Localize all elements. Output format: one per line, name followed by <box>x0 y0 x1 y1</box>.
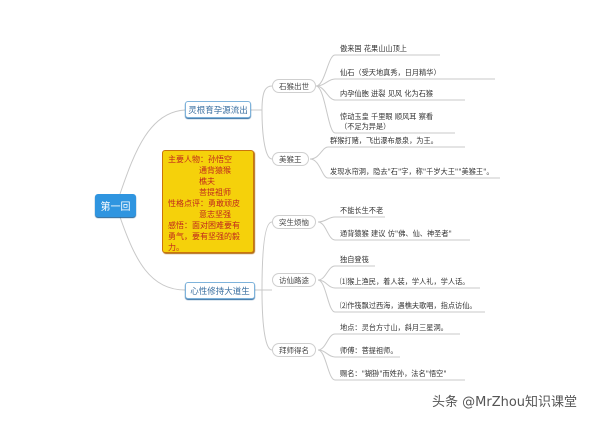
leaf-item[interactable]: ⑴猴上渔民，着人装，学人礼，学人话。 <box>340 277 470 286</box>
sub-meihouwang[interactable]: 美猴王 <box>272 152 309 166</box>
leaf-item[interactable]: 赐名："猢狲"而姓孙，法名"悟空" <box>340 369 447 378</box>
watermark: 头条 @MrZhou知识课堂 <box>432 395 578 410</box>
sub-baishi-deming[interactable]: 拜师得名 <box>272 343 316 357</box>
sub-label: 突生烦恼 <box>279 217 309 227</box>
note-line: 勇气，要有坚强的毅 <box>168 232 240 241</box>
note-line: 性格点评：勇敢顽皮 <box>168 199 240 208</box>
sub-label: 访仙路途 <box>279 275 309 285</box>
leaf-item[interactable]: 师傅：菩提祖师。 <box>340 346 398 355</box>
leaf-item[interactable]: （不足为异是） <box>340 122 391 131</box>
leaf-item[interactable]: 仙石（受天地真秀，日月精华） <box>340 68 441 77</box>
note-line: 力。 <box>168 243 184 252</box>
sub-shihou-chushi[interactable]: 石猴出世 <box>272 79 316 93</box>
root-label: 第一回 <box>100 202 131 213</box>
leaf-item[interactable]: 不能长生不老 <box>340 206 384 215</box>
note-line: 菩提祖师 <box>199 188 231 197</box>
leaf-item[interactable]: 地点：灵台方寸山，斜月三星洞。 <box>340 323 448 332</box>
sub-label: 拜师得名 <box>279 345 309 355</box>
leaf-item[interactable]: 通背猿猴 建议 仿"佛、仙、神圣者" <box>340 229 452 238</box>
leaf-item[interactable]: 惊动玉皇 千里眼 顺风耳 察看 <box>340 112 434 121</box>
note-line: 樵夫 <box>199 177 215 186</box>
sub-tusheng-fannao[interactable]: 突生烦恼 <box>272 215 316 229</box>
branch-label: 灵根育孕源流出 <box>188 105 248 116</box>
leaf-item[interactable]: 傲来国 花果山山顶上 <box>340 44 407 53</box>
note-line: 通背猿猴 <box>199 166 231 175</box>
leaf-item[interactable]: 群猴打赌，飞出瀑布悬泉，为王。 <box>330 136 438 145</box>
branch-xinxing[interactable]: 心性修持大道生 <box>185 282 255 299</box>
branch-lingen[interactable]: 灵根育孕源流出 <box>185 101 251 118</box>
branch-label: 心性修持大道生 <box>190 286 250 297</box>
sub-label: 石猴出世 <box>279 81 309 91</box>
note-line: 感悟：面对困难要有 <box>168 221 240 230</box>
leaf-item[interactable]: 独自登筏 <box>340 255 369 264</box>
root-node[interactable]: 第一回 <box>95 194 136 217</box>
note-line: 意志坚强 <box>199 210 231 219</box>
sub-label: 美猴王 <box>279 154 302 164</box>
leaf-item[interactable]: 内孕仙胞 迸裂 见风 化为石猴 <box>340 89 434 98</box>
note-line: 主要人物：孙悟空 <box>168 155 232 164</box>
leaf-item[interactable]: ⑵作筏飘过西海，遇樵夫歌唱，指点访仙。 <box>340 301 477 310</box>
leaf-item[interactable]: 发现水帘洞，隐去"石"字，称"千岁大王""美猴王"。 <box>330 167 494 176</box>
summary-note[interactable]: 主要人物：孙悟空 通背猿猴 樵夫 菩提祖师 性格点评：勇敢顽皮 意志坚强 感悟：… <box>162 150 254 253</box>
sub-fangxian-lutu[interactable]: 访仙路途 <box>272 273 316 287</box>
